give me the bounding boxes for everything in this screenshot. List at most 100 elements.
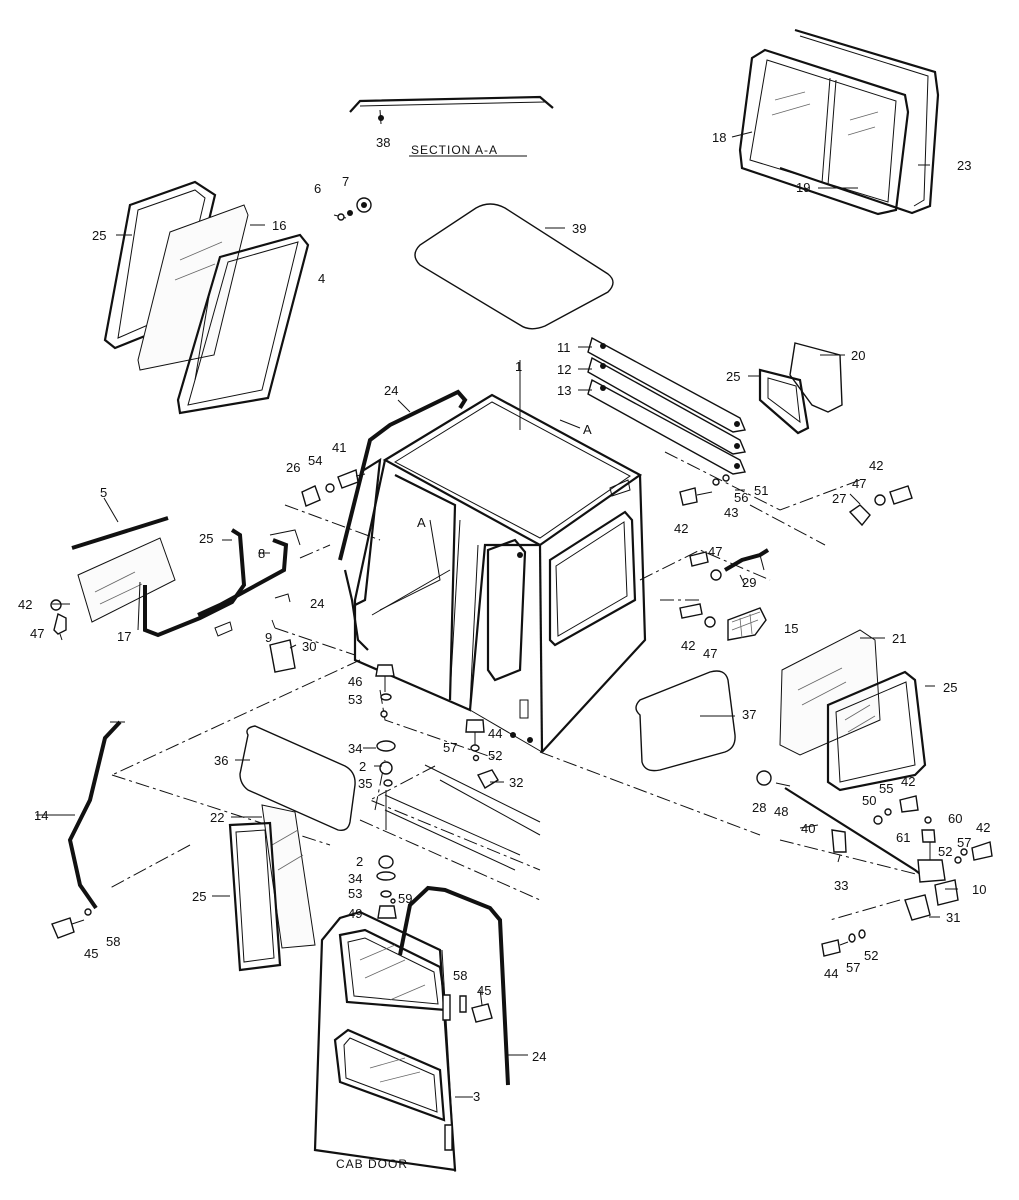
rear-sliding-window [738, 28, 940, 216]
floor-frame [384, 764, 541, 871]
label-52-c: 52 [864, 948, 878, 963]
front-seal-left [343, 569, 369, 651]
label-13: 13 [557, 383, 571, 398]
label-48: 48 [774, 804, 788, 819]
part-9 [214, 593, 291, 637]
assembly-lines [109, 451, 921, 921]
label-28: 28 [752, 800, 766, 815]
stiffener-bars [587, 336, 746, 475]
label-16: 16 [272, 218, 286, 233]
label-46: 46 [348, 674, 362, 689]
label-31: 31 [946, 910, 960, 925]
label-1: 1 [515, 359, 522, 374]
label-36: 36 [214, 753, 228, 768]
label-42-f: 42 [976, 820, 990, 835]
handle-29 [689, 548, 770, 586]
label-58-b: 58 [453, 968, 467, 983]
storage-net-15 [679, 603, 767, 641]
label-53-a: 53 [348, 692, 362, 707]
label-29: 29 [742, 575, 756, 590]
label-56: 56 [734, 490, 748, 505]
label-47-a: 47 [852, 476, 866, 491]
bolt-left-42-47 [50, 599, 67, 641]
label-25-d: 25 [943, 680, 957, 695]
label-7: 7 [342, 174, 349, 189]
label-55: 55 [879, 781, 893, 796]
bracket-8 [197, 538, 289, 617]
label-24: 24 [384, 383, 398, 398]
lower-front-seal [143, 528, 247, 638]
cab-body [353, 393, 647, 753]
label-42-c: 42 [681, 638, 695, 653]
door-lower-glass [228, 804, 316, 972]
label-26: 26 [286, 460, 300, 475]
handrail-14 [67, 720, 122, 910]
label-25-b: 25 [726, 369, 740, 384]
bolts-27-47-42 [848, 485, 913, 527]
bolts-45-58-left [51, 908, 92, 939]
label-a-1: A [583, 422, 592, 437]
label-38: 38 [376, 135, 390, 150]
label-49: 49 [348, 906, 362, 921]
label-19: 19 [796, 180, 810, 195]
label-61: 61 [896, 830, 910, 845]
label-57-a: 57 [443, 740, 457, 755]
door-seal-upper [338, 389, 468, 561]
bolts-58-45-door [459, 995, 493, 1023]
label-30: 30 [302, 639, 316, 654]
plate-30 [269, 639, 296, 673]
label-57-b: 57 [957, 835, 971, 850]
label-2-a: 2 [359, 759, 366, 774]
roof-panel [414, 203, 614, 330]
label-23: 23 [957, 158, 971, 173]
label-42-b: 42 [674, 521, 688, 536]
label-2-b: 2 [356, 854, 363, 869]
floor-mat-36 [239, 725, 356, 832]
bolts-43-56-51 [679, 474, 730, 506]
label-4: 4 [318, 271, 325, 286]
mount-rubbers-upper [376, 740, 396, 787]
front-window-assembly [103, 180, 310, 415]
leader-lines [36, 131, 958, 1098]
part-labels: SECTION A-A CAB DOOR 38 18 23 19 7 6 25 … [18, 130, 990, 1171]
label-45-a: 45 [84, 946, 98, 961]
label-9: 9 [265, 630, 272, 645]
label-18: 18 [712, 130, 726, 145]
label-47-b: 47 [708, 544, 722, 559]
label-6: 6 [314, 181, 321, 196]
label-47-c: 47 [703, 646, 717, 661]
label-24-b: 24 [310, 596, 324, 611]
label-20: 20 [851, 348, 865, 363]
label-42-d: 42 [18, 597, 32, 612]
label-8: 8 [258, 546, 265, 561]
label-25: 25 [92, 228, 106, 243]
seal-strip [71, 516, 169, 550]
label-50: 50 [862, 793, 876, 808]
label-42-e: 42 [901, 774, 915, 789]
label-5: 5 [100, 485, 107, 500]
label-41: 41 [332, 440, 346, 455]
hinge-parts-26-54-41 [301, 469, 366, 507]
label-47-d: 47 [30, 626, 44, 641]
label-12: 12 [557, 362, 571, 377]
label-40: 40 [801, 821, 815, 836]
label-21: 21 [892, 631, 906, 646]
label-53-b: 53 [348, 886, 362, 901]
label-33: 33 [834, 878, 848, 893]
fasteners-46-53 [375, 664, 395, 718]
cab-door [313, 910, 457, 1173]
section-a-a-profile [349, 95, 554, 125]
bolt-6-7 [333, 197, 372, 221]
label-35: 35 [358, 776, 372, 791]
label-60: 60 [948, 811, 962, 826]
label-32: 32 [509, 775, 523, 790]
label-a-2: A [417, 515, 426, 530]
right-door-window [779, 629, 927, 792]
label-11: 11 [557, 340, 571, 355]
label-34-a: 34 [348, 741, 362, 756]
caption-cab-door: CAB DOOR [336, 1157, 408, 1171]
label-15: 15 [784, 621, 798, 636]
label-10: 10 [972, 882, 986, 897]
label-44-a: 44 [488, 726, 502, 741]
label-44-b: 44 [824, 966, 838, 981]
